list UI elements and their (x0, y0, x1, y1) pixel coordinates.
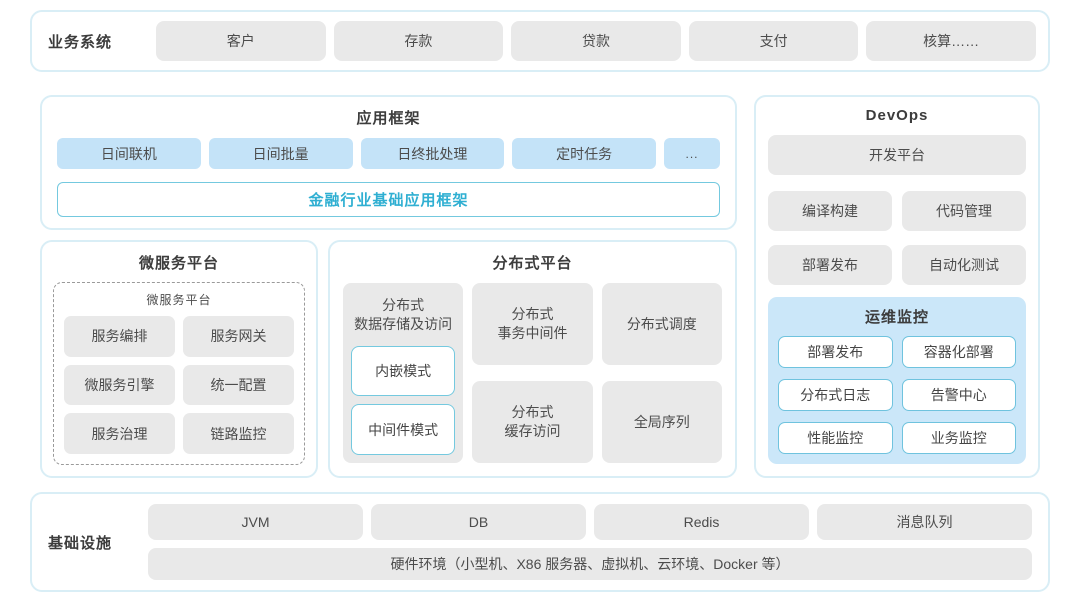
embedded-mode-box: 内嵌模式 (351, 345, 456, 397)
infra-chip-db: DB (371, 504, 586, 540)
micro-chip-trace-monitoring: 链路监控 (183, 413, 294, 454)
app-framework-row: 日间联机 日间批量 日终批处理 定时任务 ... (57, 138, 720, 169)
business-chip-loan: 贷款 (511, 21, 681, 61)
ops-monitoring-panel: 运维监控 部署发布 容器化部署 分布式日志 告警中心 性能监控 业务监控 (768, 297, 1026, 464)
devops-grid: 编译构建 代码管理 部署发布 自动化测试 (768, 191, 1026, 285)
micro-chip-unified-config: 统一配置 (183, 364, 294, 406)
distributed-transaction-box: 分布式 事务中间件 (472, 283, 593, 365)
microservice-inner-box: 微服务平台 服务编排 服务网关 微服务引擎 统一配置 服务治理 链路监控 (53, 282, 305, 465)
micro-chip-microservice-engine: 微服务引擎 (64, 364, 175, 406)
devops-chip-build: 编译构建 (768, 191, 892, 231)
distributed-grid: 分布式 数据存储及访问 内嵌模式 中间件模式 分布式 事务中间件 分布式 缓存访… (343, 283, 722, 463)
microservice-platform-section: 微服务平台 微服务平台 服务编排 服务网关 微服务引擎 统一配置 服务治理 链路… (40, 240, 318, 478)
distributed-storage-box: 分布式 数据存储及访问 内嵌模式 中间件模式 (343, 283, 464, 463)
business-systems-section: 业务系统 客户 存款 贷款 支付 核算…… (30, 10, 1050, 72)
ops-chip-deploy-release: 部署发布 (778, 336, 893, 368)
business-chip-customer: 客户 (156, 21, 326, 61)
appfw-chip-scheduled-task: 定时任务 (512, 138, 656, 169)
global-sequence-box: 全局序列 (601, 381, 722, 463)
infra-chip-redis: Redis (594, 504, 809, 540)
business-chip-deposit: 存款 (333, 21, 504, 61)
infrastructure-content: JVM DB Redis 消息队列 硬件环境（小型机、X86 服务器、虚拟机、云… (148, 504, 1032, 580)
business-chip-accounting: 核算…… (866, 21, 1036, 61)
infrastructure-section: 基础设施 JVM DB Redis 消息队列 硬件环境（小型机、X86 服务器、… (30, 492, 1050, 592)
devops-title: DevOps (865, 107, 929, 124)
infra-chip-jvm: JVM (148, 504, 363, 540)
devops-chip-deploy-release: 部署发布 (768, 245, 892, 285)
platforms-row: 微服务平台 微服务平台 服务编排 服务网关 微服务引擎 统一配置 服务治理 链路… (40, 240, 737, 478)
distributed-storage-title: 分布式 数据存储及访问 (354, 297, 453, 332)
devops-chip-auto-test: 自动化测试 (902, 245, 1026, 285)
financial-base-framework-bar: 金融行业基础应用框架 (57, 182, 720, 217)
infra-chip-mq: 消息队列 (817, 504, 1032, 540)
ops-chip-alert-center: 告警中心 (901, 379, 1016, 411)
hardware-environment-bar: 硬件环境（小型机、X86 服务器、虚拟机、云环境、Docker 等） (148, 548, 1032, 580)
middle-area: 应用框架 日间联机 日间批量 日终批处理 定时任务 ... 金融行业基础应用框架… (40, 95, 1040, 478)
microservice-grid: 服务编排 服务网关 微服务引擎 统一配置 服务治理 链路监控 (64, 316, 294, 454)
app-framework-title: 应用框架 (356, 110, 421, 127)
ops-monitoring-grid: 部署发布 容器化部署 分布式日志 告警中心 性能监控 业务监控 (778, 336, 1016, 454)
distributed-scheduling-box: 分布式调度 (601, 283, 722, 365)
appfw-chip-daytime-online: 日间联机 (57, 138, 201, 169)
distributed-cache-box: 分布式 缓存访问 (472, 381, 593, 463)
ops-chip-perf-monitoring: 性能监控 (778, 422, 893, 454)
distributed-platform-section: 分布式平台 分布式 数据存储及访问 内嵌模式 中间件模式 分布式 事务中间件 分… (328, 240, 737, 478)
distributed-platform-title: 分布式平台 (492, 255, 573, 272)
business-chip-payment: 支付 (688, 21, 859, 61)
distributed-col-3: 分布式调度 全局序列 (601, 283, 722, 463)
devops-chip-dev-platform: 开发平台 (768, 135, 1026, 175)
appfw-chip-daytime-batch: 日间批量 (208, 138, 353, 169)
infrastructure-label: 基础设施 (48, 534, 113, 552)
ops-chip-business-monitoring: 业务监控 (901, 422, 1016, 454)
ops-chip-distributed-log: 分布式日志 (778, 379, 893, 411)
micro-chip-service-governance: 服务治理 (64, 413, 175, 454)
distributed-col-2: 分布式 事务中间件 分布式 缓存访问 (472, 283, 593, 463)
infrastructure-row: JVM DB Redis 消息队列 (148, 504, 1032, 540)
appfw-chip-more: ... (664, 138, 720, 169)
appfw-chip-eod-batch: 日终批处理 (360, 138, 505, 169)
micro-chip-service-orchestration: 服务编排 (64, 316, 175, 357)
microservice-inner-title: 微服务平台 (146, 293, 212, 307)
middleware-mode-box: 中间件模式 (351, 404, 456, 455)
devops-section: DevOps 开发平台 编译构建 代码管理 部署发布 自动化测试 运维监控 部署… (754, 95, 1040, 478)
microservice-platform-title: 微服务平台 (138, 255, 219, 272)
ops-chip-container-deploy: 容器化部署 (901, 336, 1016, 368)
micro-chip-service-gateway: 服务网关 (183, 316, 294, 357)
ops-monitoring-title: 运维监控 (864, 309, 929, 326)
app-framework-section: 应用框架 日间联机 日间批量 日终批处理 定时任务 ... 金融行业基础应用框架 (40, 95, 737, 230)
distributed-col-storage: 分布式 数据存储及访问 内嵌模式 中间件模式 (343, 283, 464, 463)
devops-chip-code-mgmt: 代码管理 (902, 191, 1026, 231)
business-systems-label: 业务系统 (48, 33, 113, 51)
left-column: 应用框架 日间联机 日间批量 日终批处理 定时任务 ... 金融行业基础应用框架… (40, 95, 737, 478)
